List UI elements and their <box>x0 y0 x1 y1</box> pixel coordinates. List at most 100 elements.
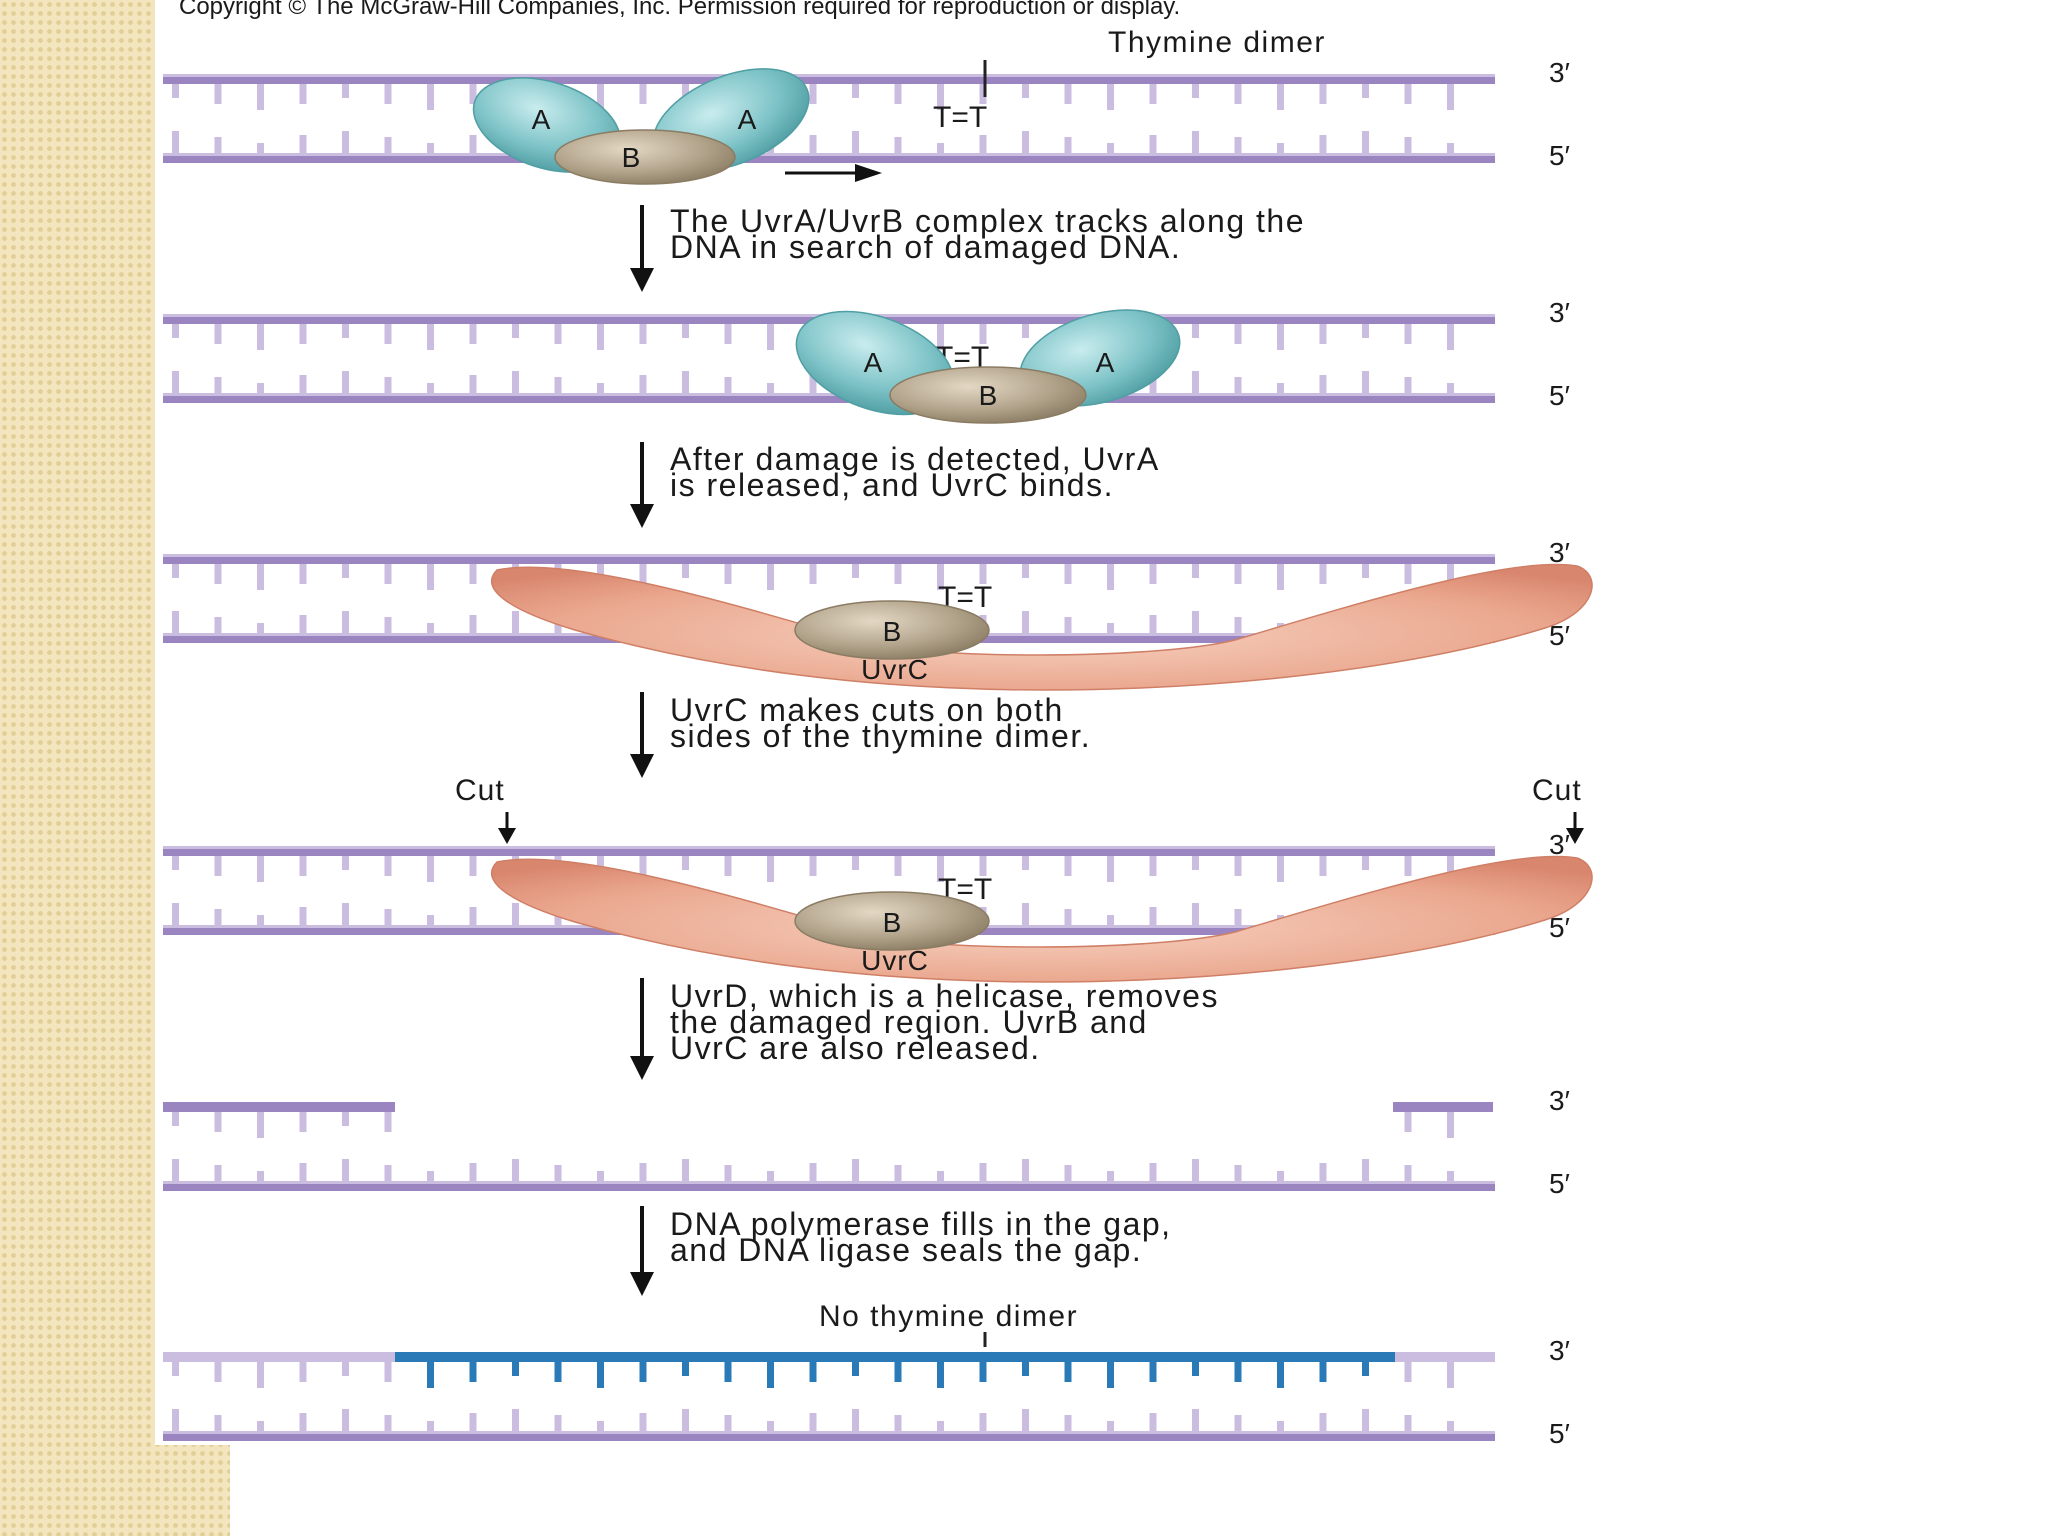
bottom-base <box>469 615 477 633</box>
step-caption-5: DNA polymerase fills in the gap, and DNA… <box>670 1206 1170 1268</box>
bottom-base <box>597 1421 604 1431</box>
bottom-base <box>342 1159 349 1181</box>
step-caption-4: UvrD, which is a helicase, removes the d… <box>670 978 1217 1066</box>
top-base <box>1192 1362 1199 1376</box>
label-5-prime-bottom: 5′ <box>1549 912 1570 943</box>
top-base <box>1277 324 1284 350</box>
bottom-base <box>342 611 349 633</box>
bottom-base <box>427 1171 434 1181</box>
bottom-base <box>1064 617 1072 633</box>
bottom-base <box>1277 1421 1284 1431</box>
top-base <box>1362 84 1369 98</box>
top-base <box>257 1112 264 1138</box>
uvrc <box>490 563 1593 691</box>
bottom-base <box>342 903 349 925</box>
bottom-base <box>1319 1413 1327 1431</box>
bottom-base <box>214 1165 222 1181</box>
top-base <box>1277 856 1284 882</box>
bottom-base <box>937 1421 944 1431</box>
bottom-base <box>1362 371 1369 393</box>
bottom-base <box>427 1421 434 1431</box>
top-base <box>639 324 647 344</box>
bottom-base <box>1107 143 1114 153</box>
top-base <box>214 1112 222 1132</box>
copyright-notice: Copyright © The McGraw-Hill Companies, I… <box>179 0 1180 20</box>
top-base <box>1404 856 1412 876</box>
bottom-base <box>384 1415 392 1431</box>
bottom-base <box>1022 903 1029 925</box>
top-base <box>1404 564 1412 584</box>
bottom-base <box>1404 1415 1412 1431</box>
bottom-base <box>1192 131 1199 153</box>
svg-text:After damage is detected, UvrA: After damage is detected, UvrA <box>670 441 1160 477</box>
top-base <box>1404 1112 1412 1132</box>
bottom-base <box>1064 137 1072 153</box>
top-base <box>1447 564 1454 590</box>
top-base <box>299 324 307 344</box>
bottom-base <box>469 907 477 925</box>
top-base <box>299 1112 307 1132</box>
top-base <box>469 84 477 104</box>
top-base <box>1319 564 1327 584</box>
bottom-base <box>1107 623 1114 633</box>
bottom-base <box>427 915 434 925</box>
top-base <box>1107 84 1114 110</box>
bottom-base <box>597 1171 604 1181</box>
top-base <box>299 564 307 584</box>
top-base <box>214 564 222 584</box>
uvrb-label: B <box>622 142 641 173</box>
step-caption-2: After damage is detected, UvrA is releas… <box>670 441 1160 503</box>
bottom-base <box>1022 611 1029 633</box>
top-strand-highlight <box>163 554 1495 557</box>
top-base <box>1234 856 1242 876</box>
top-base <box>1234 564 1242 584</box>
bottom-base <box>257 623 264 633</box>
bottom-base <box>384 377 392 393</box>
top-base <box>342 856 349 870</box>
bottom-base <box>1192 611 1199 633</box>
bottom-base <box>767 383 774 393</box>
top-base <box>342 324 349 338</box>
top-base <box>1319 856 1327 876</box>
cut-arrow-right <box>1566 812 1584 844</box>
top-base <box>257 564 264 590</box>
top-base <box>1022 324 1029 338</box>
bottom-strand <box>163 1181 1495 1191</box>
top-strand <box>163 554 1495 564</box>
bottom-base <box>427 143 434 153</box>
bottom-base <box>1022 1409 1029 1431</box>
bottom-base <box>299 135 307 153</box>
bottom-base <box>172 1409 179 1431</box>
top-base <box>469 564 477 584</box>
bottom-base <box>384 1165 392 1181</box>
uvra-right-label: A <box>1096 347 1115 378</box>
bottom-base <box>172 1159 179 1181</box>
bottom-base <box>1149 375 1157 393</box>
top-base <box>1022 84 1029 98</box>
bottom-base <box>1277 143 1284 153</box>
top-strand-left-fragment <box>163 1102 395 1112</box>
dimer-pair: T=T <box>933 101 987 134</box>
bottom-base <box>1447 1421 1454 1431</box>
top-base <box>639 84 647 104</box>
bottom-base <box>554 377 562 393</box>
bottom-base <box>682 1159 689 1181</box>
top-base <box>1192 856 1199 870</box>
bottom-base <box>512 371 519 393</box>
top-base <box>682 324 689 338</box>
top-base <box>1447 1112 1454 1138</box>
top-base <box>1319 84 1327 104</box>
top-base <box>639 856 647 876</box>
top-base <box>1022 856 1029 870</box>
bottom-base <box>682 1409 689 1431</box>
bottom-base <box>1107 915 1114 925</box>
label-5-prime-bottom: 5′ <box>1549 380 1570 411</box>
bottom-base <box>1319 1163 1327 1181</box>
top-base <box>979 1362 987 1382</box>
bottom-base <box>1022 1159 1029 1181</box>
top-strand <box>163 74 1495 84</box>
uvra-left-label: A <box>532 104 551 135</box>
top-base <box>1447 324 1454 350</box>
bottom-base <box>937 143 944 153</box>
label-3-prime-top: 3′ <box>1549 57 1570 88</box>
